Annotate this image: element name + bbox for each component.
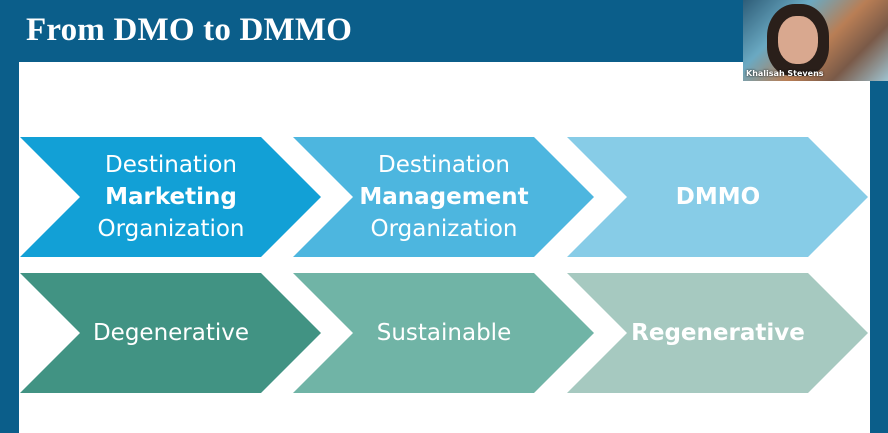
chevron-shape-row1-1 [20,137,321,257]
chevron-shape-row1-2 [293,137,594,257]
chevron-regenerative: Regenerative [627,273,809,393]
chevron-label: Sustainable [376,320,512,346]
chevron-line-3: Organization [97,216,245,242]
chevron-degenerative: Degenerative [80,273,262,393]
participant-video-tile[interactable]: Khalisah Stevens [743,0,888,81]
chevron-bold-word: DMMO [675,184,761,210]
chevron-line-1: Destination [105,152,237,178]
participant-name: Khalisah Stevens [746,69,824,78]
chevron-destination-management-organization: Destination Management Organization [353,137,535,257]
chevron-label: Degenerative [92,320,250,346]
chevron-line-3: Organization [370,216,518,242]
chevron-line-1: Destination [378,152,510,178]
chevron-shape-row2-1 [20,273,321,393]
chevron-sustainable: Sustainable [353,273,535,393]
slide-title: From DMO to DMMO [26,12,353,48]
chevron-dmmo: DMMO [627,137,809,257]
chevron-shape-row2-2 [293,273,594,393]
chevron-shape-row1-3 [567,137,868,257]
chevron-destination-marketing-organization: Destination Marketing Organization [80,137,262,257]
chevron-bold-word: Marketing [105,184,237,210]
chevron-label: Regenerative [631,320,805,346]
participant-face [778,16,818,64]
chevron-shape-row2-3 [567,273,868,393]
chevron-bold-word: Management [359,184,529,210]
